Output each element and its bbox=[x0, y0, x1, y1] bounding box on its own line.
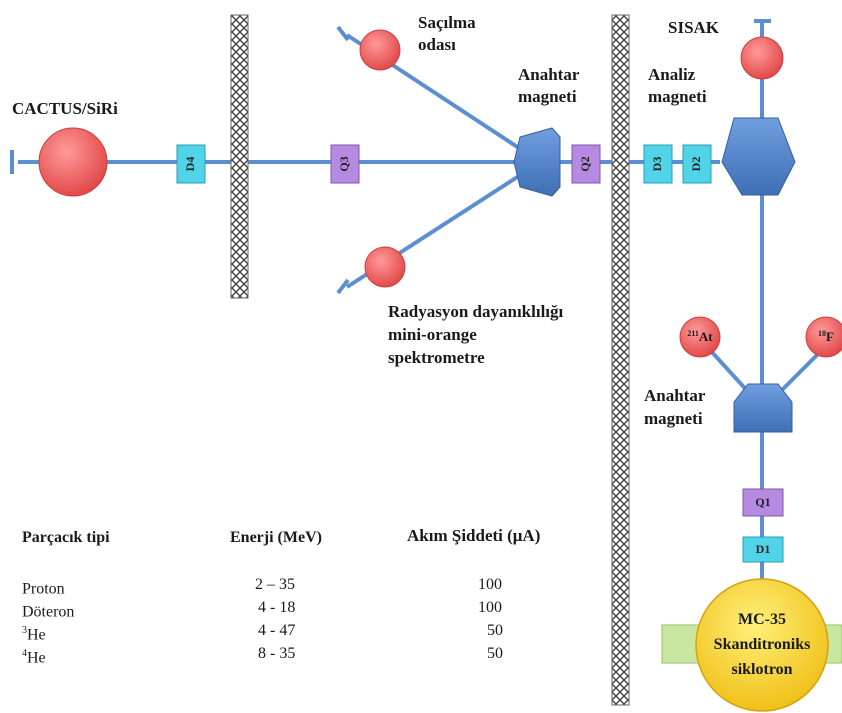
d4-label: D4 bbox=[183, 157, 197, 172]
row-4-energy: 8 - 35 bbox=[258, 645, 296, 662]
radiation-chamber bbox=[364, 246, 406, 288]
branch-beamline-f18 bbox=[774, 348, 824, 398]
cyclotron-maker: Skanditroniks bbox=[714, 636, 811, 653]
analysis-magnet-label-line1: Analiz bbox=[648, 65, 696, 84]
row-2-current: 100 bbox=[478, 599, 502, 616]
row-4-type: 4He bbox=[22, 648, 46, 667]
switching-magnet-1-label-line2: magneti bbox=[518, 87, 577, 106]
row-1-current: 100 bbox=[478, 576, 502, 593]
row-4-current: 50 bbox=[487, 645, 503, 662]
row-1-type: Proton bbox=[22, 580, 65, 598]
row-3-type: 3He bbox=[22, 625, 46, 644]
analysis-magnet bbox=[721, 117, 796, 196]
radiation-label-line2: mini-orange bbox=[388, 325, 477, 344]
row-1-energy: 2 – 35 bbox=[255, 576, 295, 593]
switching-magnet-1 bbox=[513, 127, 561, 197]
switching-magnet-2-label-line2: magneti bbox=[644, 409, 703, 428]
scattering-end-cap bbox=[336, 25, 350, 42]
shielding-wall-left bbox=[230, 14, 249, 299]
d2-dipole bbox=[682, 144, 712, 184]
radiation-label-line1: Radyasyon dayanıklılığı bbox=[388, 302, 564, 321]
cyclotron-name: MC-35 bbox=[738, 611, 786, 628]
row-3-energy: 4 - 47 bbox=[258, 622, 296, 639]
at211-label: 211At bbox=[687, 329, 713, 344]
switching-magnet-2-label-line1: Anahtar bbox=[644, 386, 706, 405]
header-particle-type: Parçacık tipi bbox=[22, 529, 110, 546]
d4-dipole bbox=[176, 144, 206, 184]
f18-label: 18F bbox=[818, 329, 834, 344]
radiation-end-cap bbox=[336, 278, 350, 295]
header-energy: Enerji (MeV) bbox=[230, 529, 322, 546]
header-current: Akım Şiddeti (μA) bbox=[407, 526, 541, 545]
scattering-label-line1: Saçılma bbox=[418, 13, 476, 32]
switching-magnet-1-label-line1: Anahtar bbox=[518, 65, 580, 84]
d3-dipole bbox=[643, 144, 673, 184]
at211-target bbox=[679, 316, 721, 358]
scattering-chamber bbox=[359, 29, 401, 71]
mc35-cyclotron bbox=[695, 578, 829, 712]
radiation-label-line3: spektrometre bbox=[388, 348, 485, 367]
sisak-label: SISAK bbox=[668, 18, 720, 37]
scattering-label-line2: odası bbox=[418, 35, 456, 54]
q1-quadrupole bbox=[742, 488, 784, 517]
sisak-chamber bbox=[740, 36, 784, 80]
d3-label: D3 bbox=[650, 157, 664, 172]
f18-target bbox=[805, 316, 842, 358]
row-2-energy: 4 - 18 bbox=[258, 599, 296, 616]
q3-quadrupole bbox=[330, 144, 360, 184]
shielding-wall-right bbox=[611, 14, 630, 706]
q2-quadrupole bbox=[571, 144, 601, 184]
q2-label: Q2 bbox=[578, 156, 592, 171]
cactus-siri-label: CACTUS/SiRi bbox=[12, 99, 118, 118]
d1-dipole bbox=[742, 536, 784, 563]
cyclotron-type: siklotron bbox=[731, 661, 792, 678]
cactus-siri-chamber bbox=[38, 127, 108, 197]
switching-magnet-2 bbox=[733, 383, 793, 433]
d2-label: D2 bbox=[689, 157, 703, 172]
q1-label: Q1 bbox=[755, 495, 770, 509]
analysis-magnet-label-line2: magneti bbox=[648, 87, 707, 106]
d1-label: D1 bbox=[756, 542, 771, 556]
row-3-current: 50 bbox=[487, 622, 503, 639]
row-2-type: Döteron bbox=[22, 603, 75, 621]
q3-label: Q3 bbox=[337, 156, 351, 171]
